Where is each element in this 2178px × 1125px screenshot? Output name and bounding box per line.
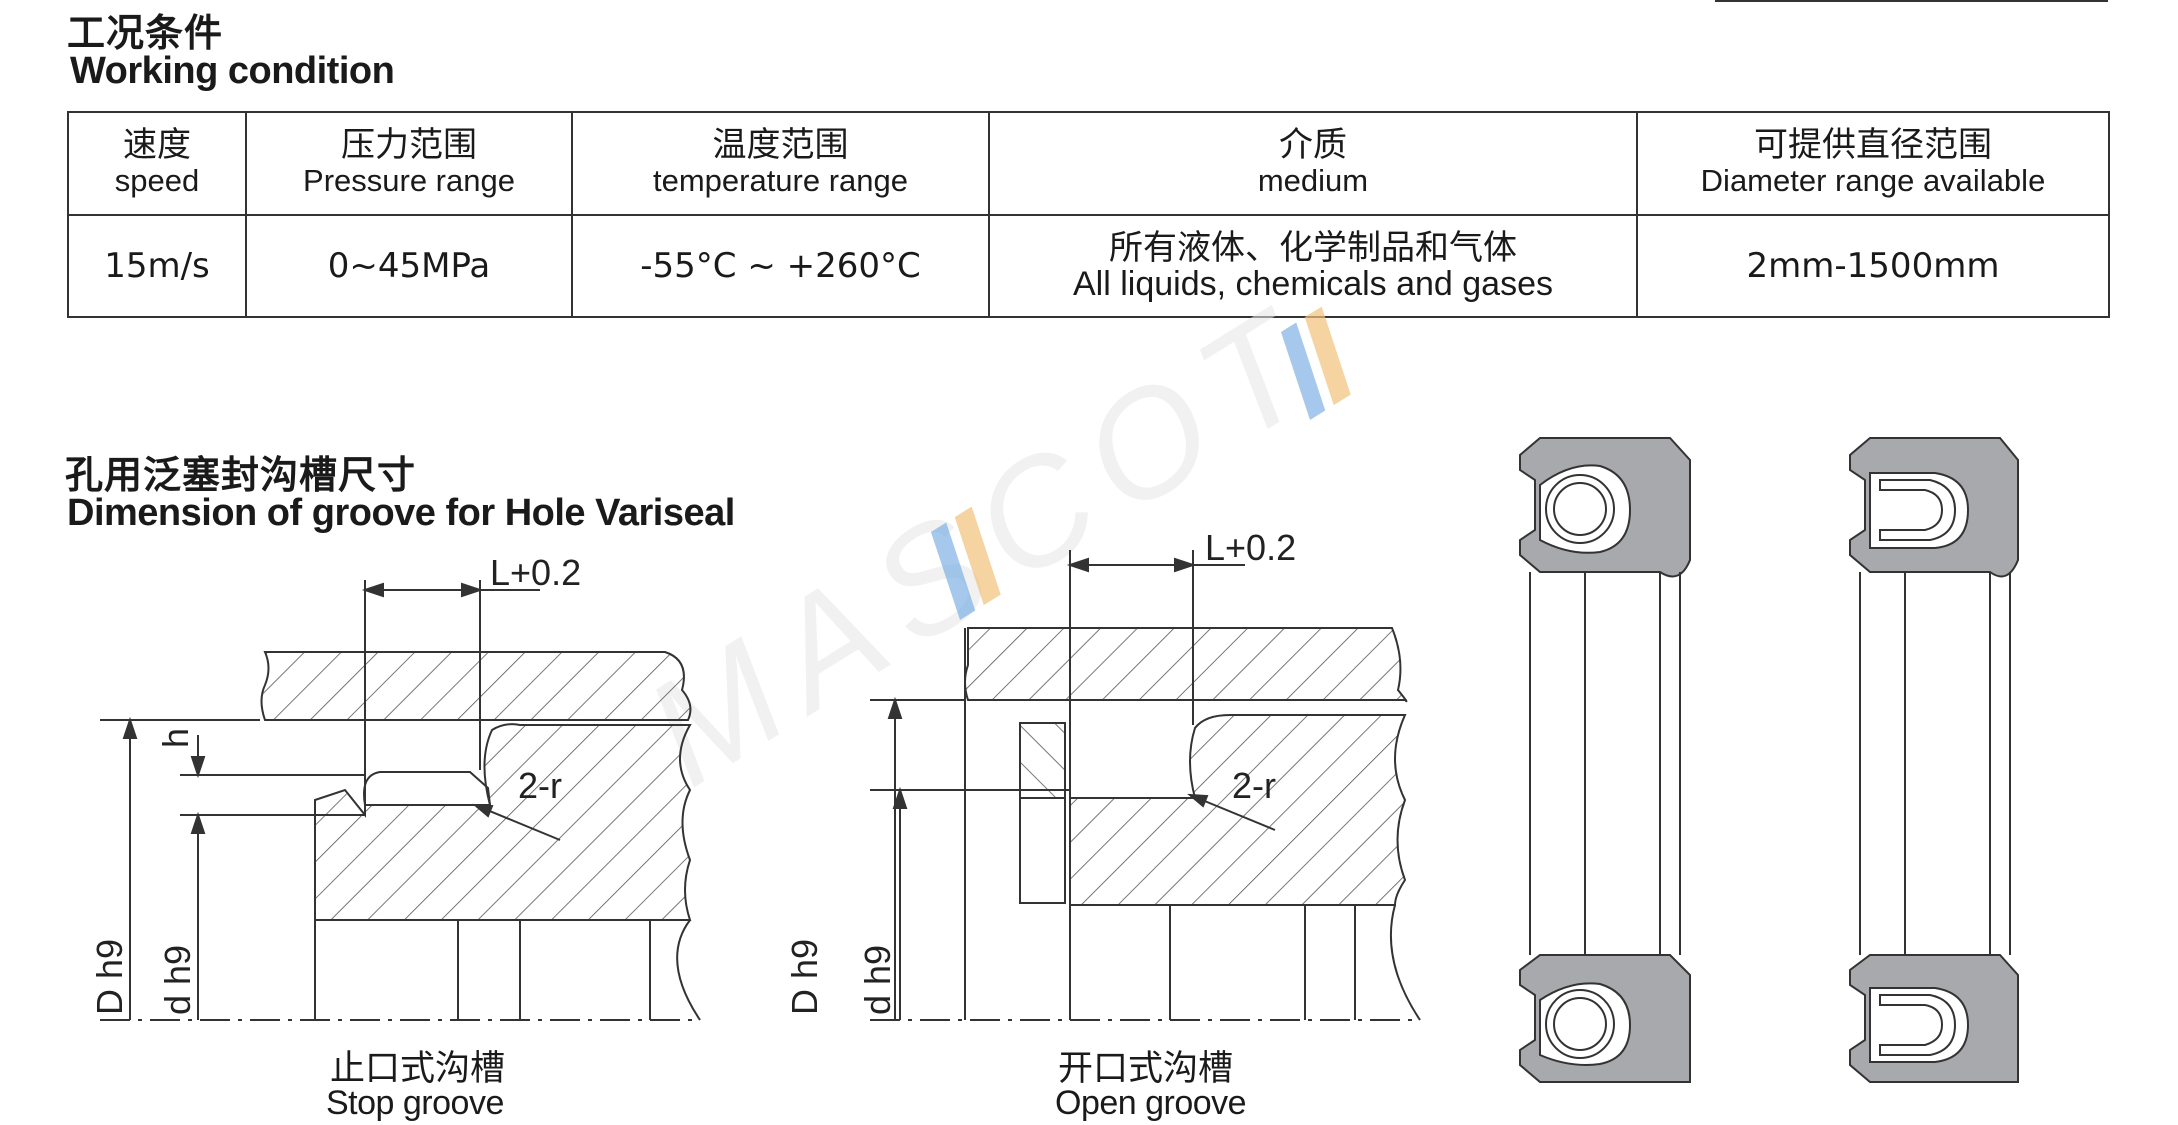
header-cell-temperature: 温度范围 temperature range — [571, 111, 990, 216]
table-header-row: 速度 speed 压力范围 Pressure range 温度范围 temper… — [67, 111, 2110, 216]
header-cell-speed: 速度 speed — [67, 111, 247, 216]
header-cn: 可提供直径范围 — [1754, 125, 1992, 166]
working-condition-title-cn: 工况条件 — [67, 11, 224, 55]
header-en: medium — [1257, 163, 1369, 199]
stop-groove-caption-en: Stop groove — [326, 1084, 504, 1122]
value-medium: 所有液体、化学制品和气体 All liquids, chemicals and … — [988, 213, 1638, 318]
open-dim-d: d h9 — [857, 945, 898, 1015]
header-cn: 压力范围 — [341, 125, 477, 166]
seal-coil-spring-section — [1519, 437, 1691, 1083]
value-speed: 15m/s — [67, 213, 247, 318]
medium-cn: 所有液体、化学制品和气体 — [1109, 227, 1517, 268]
top-rule — [1715, 0, 2108, 2]
stop-dim-L: L+0.2 — [490, 552, 581, 593]
stop-groove-caption-cn: 止口式沟槽 — [330, 1049, 506, 1089]
open-groove-caption-cn: 开口式沟槽 — [1058, 1049, 1234, 1089]
header-cn: 速度 — [123, 125, 191, 166]
stop-dim-D: D h9 — [89, 939, 130, 1015]
open-dim-D: D h9 — [784, 939, 825, 1015]
stop-groove-drawing — [100, 580, 701, 1021]
groove-title-en: Dimension of groove for Hole Variseal — [67, 492, 735, 534]
seal-cantilever-spring-section — [1849, 437, 2019, 1083]
value-diameter: 2mm-1500mm — [1636, 213, 2110, 318]
stop-dim-d: d h9 — [157, 945, 198, 1015]
groove-title-cn: 孔用泛塞封沟槽尺寸 — [65, 453, 417, 497]
open-dim-r: 2-r — [1232, 765, 1276, 806]
header-cell-medium: 介质 medium — [988, 111, 1638, 216]
watermark-mark-1 — [930, 506, 1001, 620]
header-en: Pressure range — [303, 163, 515, 199]
table-value-row: 15m/s 0~45MPa -55°C ~ +260°C 所有液体、化学制品和气… — [67, 213, 2110, 318]
watermark-mark-2 — [1280, 306, 1351, 420]
working-condition-title-en: Working condition — [70, 50, 395, 92]
stop-dim-r: 2-r — [518, 765, 562, 806]
header-cell-diameter: 可提供直径范围 Diameter range available — [1636, 111, 2110, 216]
header-cn: 温度范围 — [712, 125, 849, 166]
working-condition-table: 速度 speed 压力范围 Pressure range 温度范围 temper… — [67, 111, 2110, 318]
value-pressure: 0~45MPa — [245, 213, 573, 318]
open-dim-L: L+0.2 — [1205, 527, 1296, 568]
open-groove-caption-en: Open groove — [1055, 1084, 1247, 1122]
medium-en: All liquids, chemicals and gases — [1072, 264, 1554, 303]
stop-dim-h: h — [155, 728, 196, 748]
open-groove-drawing — [870, 550, 1421, 1021]
header-en: Diameter range available — [1700, 163, 2046, 199]
header-cell-pressure: 压力范围 Pressure range — [245, 111, 573, 216]
header-cn: 介质 — [1279, 125, 1347, 166]
header-en: temperature range — [652, 163, 909, 199]
header-en: speed — [114, 163, 200, 199]
value-temperature: -55°C ~ +260°C — [571, 213, 990, 318]
